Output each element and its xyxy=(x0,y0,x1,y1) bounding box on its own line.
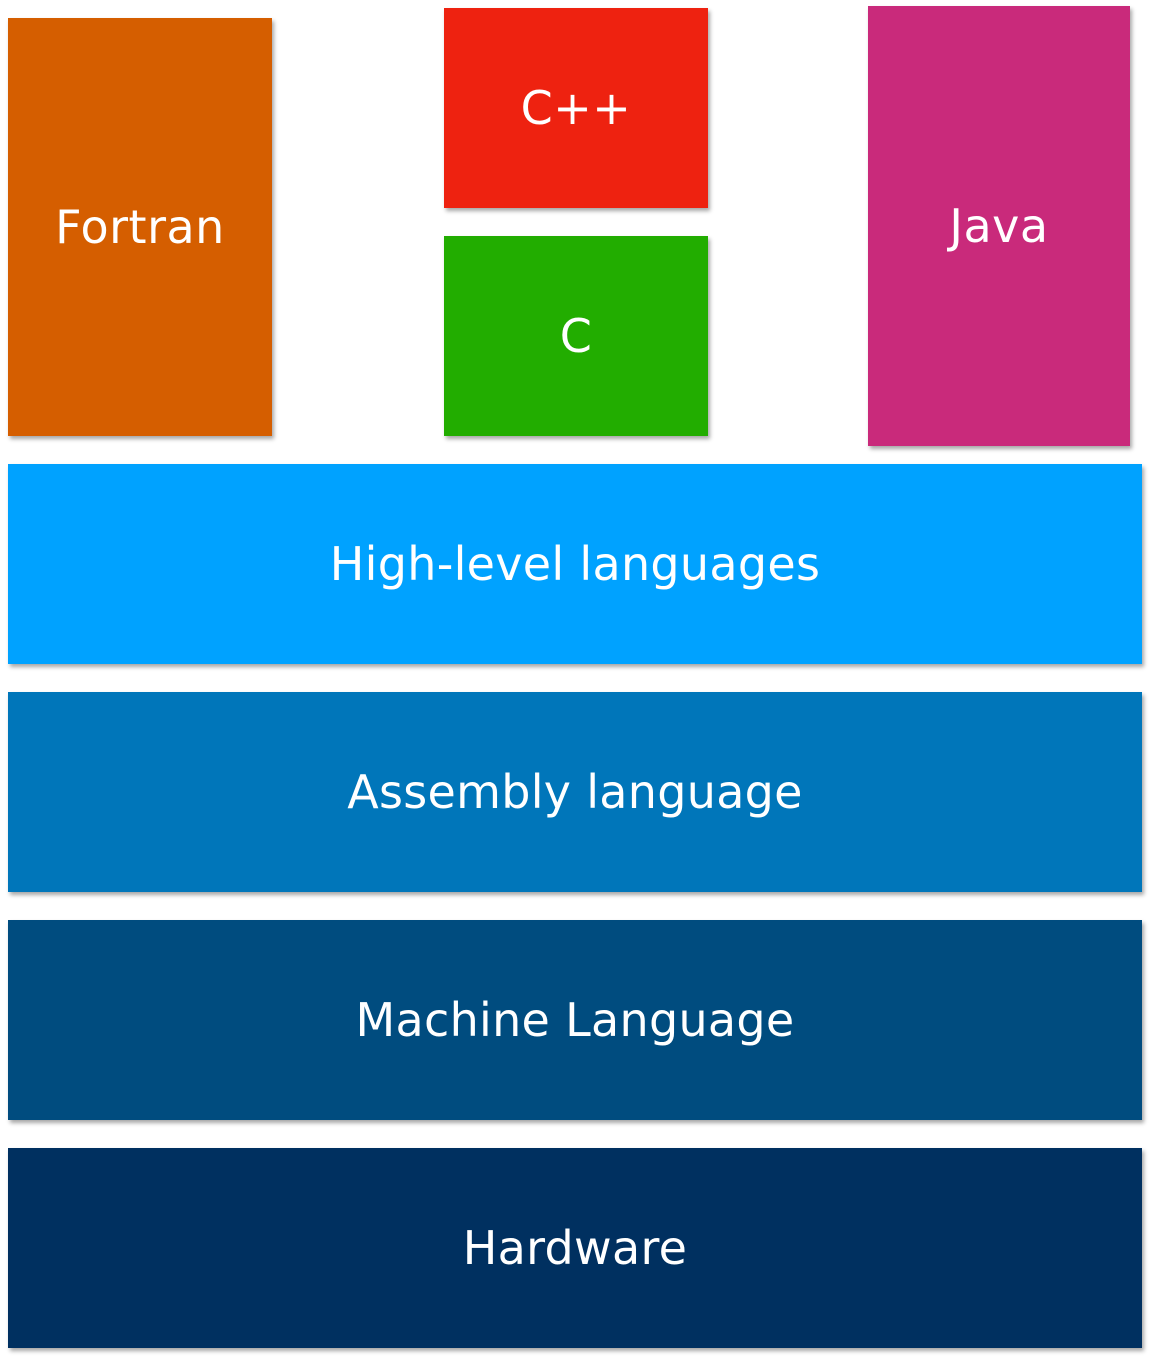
assembly-language-layer: Assembly language xyxy=(8,692,1142,892)
c-block: C xyxy=(444,236,708,436)
fortran-label: Fortran xyxy=(55,200,225,254)
cpp-label: C++ xyxy=(520,81,632,135)
c-label: C xyxy=(559,309,593,363)
java-block: Java xyxy=(868,6,1130,446)
high-level-languages-layer: High-level languages xyxy=(8,464,1142,664)
machine-language-layer: Machine Language xyxy=(8,920,1142,1120)
high-level-languages-label: High-level languages xyxy=(329,537,821,591)
assembly-language-label: Assembly language xyxy=(347,765,803,819)
cpp-block: C++ xyxy=(444,8,708,208)
hardware-label: Hardware xyxy=(462,1221,688,1275)
java-label: Java xyxy=(949,199,1049,253)
machine-language-label: Machine Language xyxy=(355,993,795,1047)
hardware-layer: Hardware xyxy=(8,1148,1142,1348)
fortran-block: Fortran xyxy=(8,18,272,436)
